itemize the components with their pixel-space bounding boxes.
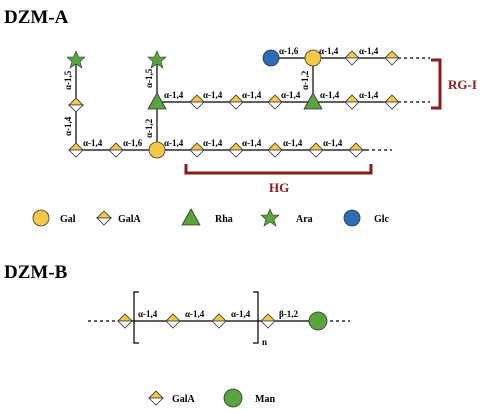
gala-residue [165,313,181,329]
linkage-label: α-1,4 [203,90,223,100]
gala-residue [108,142,124,158]
linkage-label: β-1,2 [279,309,298,319]
linkage-label: α-1,4 [203,138,223,148]
panel-a-title: DZM-A [4,7,69,28]
linkage-label: α-1,4 [83,138,103,148]
gala-residue [344,50,360,66]
linkage-label: α-1,4 [63,116,73,136]
gala-legend-icon [96,210,112,226]
ara-legend-icon [260,208,280,227]
linkage-label: α-1,2 [300,70,310,90]
gala-residue [189,142,205,158]
man-residue [308,311,328,331]
gala-residue [384,50,400,66]
linkage-label: α-1,6 [279,46,299,56]
linkage-label: α-1,4 [242,90,262,100]
glc-legend-icon [343,209,361,227]
panel-b-legend: GalA Man [148,388,275,408]
rg-i-label: RG-I [448,77,477,92]
linkage-label: α-1,4 [231,309,251,319]
rg-i-bracket [431,58,442,110]
legend-label: Gal [60,214,76,225]
gala-residue [344,94,360,110]
linkage-label: α-1,4 [359,90,379,100]
linkage-label: α-1,4 [242,138,262,148]
gal-residue [148,141,166,159]
gala-residue [68,97,84,113]
rha-legend-icon [181,208,201,226]
gala-residue [384,94,400,110]
legend-label: GalA [172,394,196,405]
panel-a-legend: Gal GalA Rha Ara Glc [32,208,390,227]
gal-legend-icon [32,209,50,227]
gala-residue [228,142,244,158]
panel-b-title: DZM-B [4,262,68,283]
gala-legend-icon [148,390,164,406]
gala-residue [260,313,276,329]
gala-residue [267,142,283,158]
linkage-label: α-1,4 [138,309,158,319]
linkage-label: α-1,2 [144,118,154,138]
linkage-label: α-1,5 [144,68,154,88]
linkage-label: α-1,4 [164,138,184,148]
hg-label: HG [269,180,289,195]
linkage-label: α-1,4 [281,90,301,100]
gala-residue [211,313,227,329]
gala-residue [348,142,364,158]
legend-label: GalA [118,214,142,225]
man-legend-icon [223,388,243,408]
legend-label: Ara [296,214,313,225]
linkage-label: α-1,4 [283,138,303,148]
legend-label: Glc [374,214,390,225]
legend-label: Rha [215,214,233,225]
gala-residue [308,142,324,158]
gala-residue [267,94,283,110]
panel-a-bonds [75,57,430,151]
linkage-label: α-1,6 [123,138,143,148]
gala-residue [228,94,244,110]
linkage-label: α-1,4 [359,46,379,56]
repeat-label: n [262,337,267,347]
linkage-label: α-1,4 [320,90,340,100]
gala-residue [117,313,133,329]
gala-residue [189,94,205,110]
linkage-label: α-1,4 [323,138,343,148]
gala-residue [68,142,84,158]
linkage-label: α-1,4 [185,309,205,319]
glc-residue [262,49,280,67]
linkage-label: α-1,4 [319,46,339,56]
legend-label: Man [255,394,275,405]
linkage-label: α-1,4 [164,90,184,100]
repeat-brackets [133,291,259,344]
linkage-label: α-1,5 [63,70,73,90]
hg-bracket [184,164,373,175]
